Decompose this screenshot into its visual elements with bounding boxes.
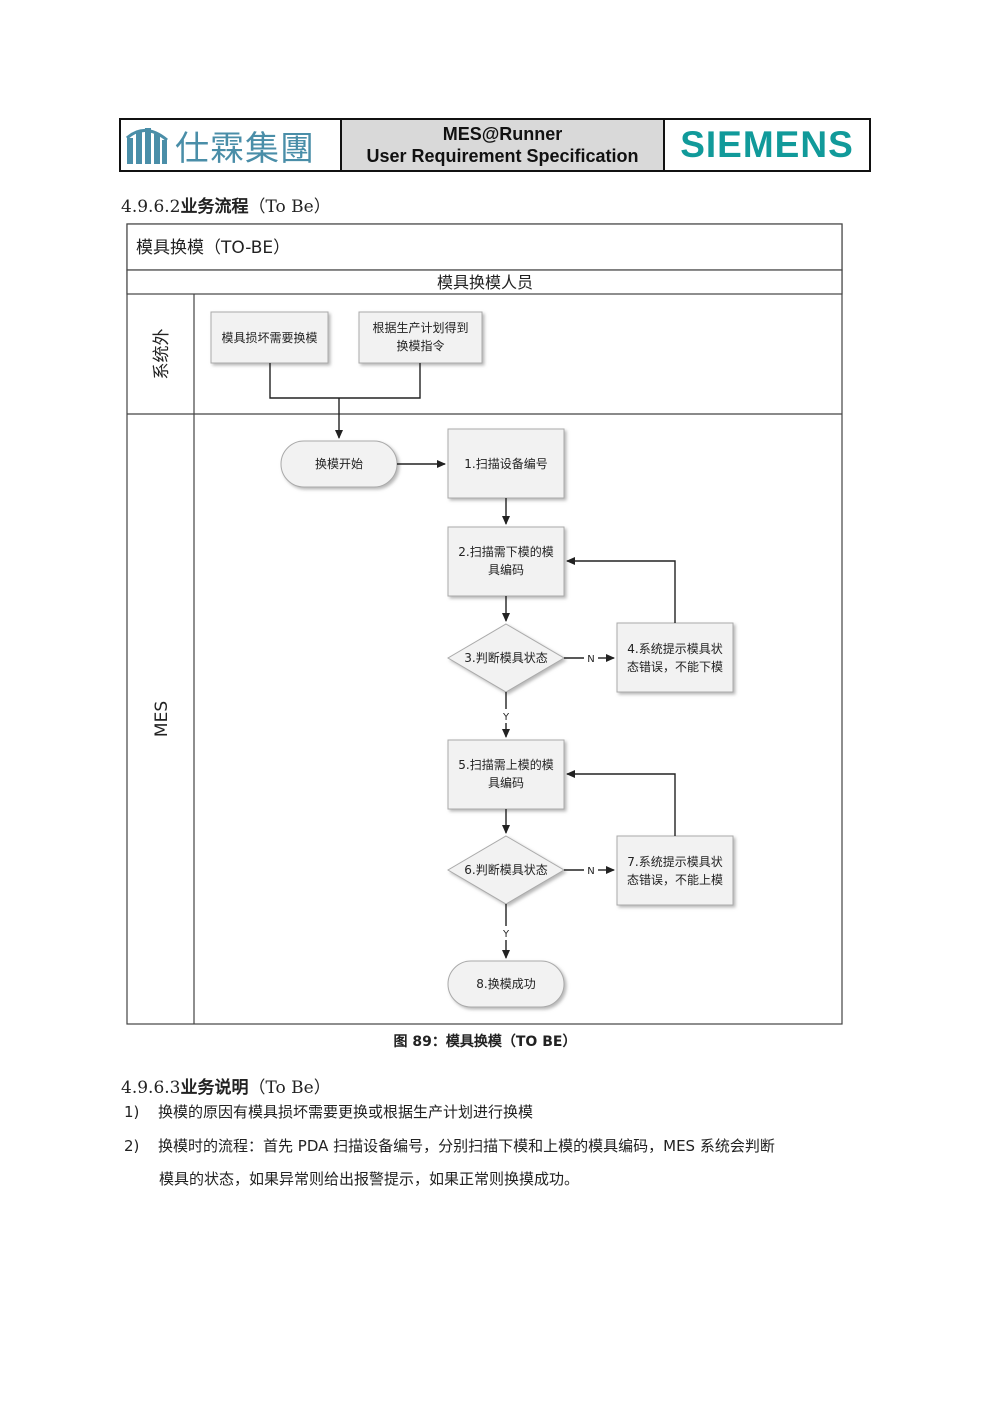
- section-suffix: （To Be）: [248, 1078, 331, 1098]
- company-logo: 仕霖集團: [121, 120, 342, 170]
- section-number: 4.9.6.3: [121, 1078, 181, 1098]
- document-title-line1: MES@Runner: [442, 124, 563, 144]
- label-no-1: N: [587, 654, 594, 665]
- node-step7-label-2: 态错误，不能上模: [627, 873, 723, 887]
- label-no-2: N: [587, 866, 594, 877]
- lane-label-mes: MES: [152, 701, 172, 737]
- node-step4-label-2: 态错误，不能下模: [627, 660, 723, 674]
- list-item-text: 换模时的流程：首先 PDA 扫描设备编号，分别扫描下模和上模的模具编码，MES …: [158, 1137, 775, 1155]
- pool-header: 模具换模人员: [437, 273, 533, 292]
- section-heading-description: 4.9.6.3业务说明（To Be）: [121, 1073, 331, 1098]
- company-logo-text: 仕霖集團: [175, 128, 315, 169]
- node-step5-label-1: 5.扫描需上模的模: [458, 757, 553, 772]
- node-step2: [447, 526, 565, 597]
- section-title: 业务流程: [180, 197, 249, 217]
- node-step8-end: [447, 960, 565, 1008]
- figure-caption: 图 89：模具换模（TO BE）: [393, 1034, 577, 1050]
- node-mold-damaged: [210, 311, 329, 364]
- pool-header-bar: [126, 269, 843, 295]
- section-heading-process: 4.9.6.2业务流程（To Be）: [121, 192, 331, 217]
- connector-step7-loop-to-step5: [566, 770, 676, 836]
- section-number: 4.9.6.2: [121, 197, 181, 217]
- connector-external-merge: [269, 363, 421, 399]
- lane-label-external: 系统外: [152, 329, 172, 380]
- node-step8-label: 8.换模成功: [476, 977, 535, 991]
- section-suffix: （To Be）: [248, 197, 331, 217]
- node-step5: [447, 739, 565, 810]
- document-title-block: MES@Runner User Requirement Specificatio…: [342, 120, 665, 170]
- connector-step4-loop-to-step2: [566, 557, 676, 623]
- diagram-title: 模具换模（TO-BE）: [136, 238, 290, 258]
- list-item-number: 2): [124, 1137, 140, 1155]
- siemens-logo: SIEMENS: [665, 120, 869, 170]
- list-item-continuation: 模具的状态，如果异常则给出报警提示，如果正常则换摸成功。: [159, 1170, 580, 1188]
- list-item-text: 换模的原因有模具损坏需要更换或根据生产计划进行换模: [158, 1103, 534, 1121]
- siemens-logo-text: SIEMENS: [680, 124, 854, 165]
- list-item: 2) 换模时的流程：首先 PDA 扫描设备编号，分别扫描下模和上模的模具编码，ME…: [124, 1130, 864, 1196]
- node-step5-label-2: 具编码: [488, 775, 524, 790]
- node-start-label: 换模开始: [315, 457, 363, 471]
- label-yes-2: Y: [502, 929, 510, 940]
- list-item-number: 1): [124, 1103, 140, 1121]
- node-production-plan-label-2: 换模指令: [396, 338, 444, 353]
- node-production-plan: [358, 311, 483, 364]
- node-step4: [616, 622, 734, 693]
- document-title-line2: User Requirement Specification: [366, 146, 639, 166]
- node-step6-label: 6.判断模具状态: [464, 862, 547, 877]
- node-step7-label-1: 7.系统提示模具状: [627, 854, 722, 869]
- node-step3-label: 3.判断模具状态: [464, 650, 547, 665]
- document-header-banner: 仕霖集團 MES@Runner User Requirement Specifi…: [119, 118, 871, 172]
- node-mold-damaged-label: 模具损坏需要换模: [221, 331, 317, 345]
- node-step4-label-1: 4.系统提示模具状: [627, 641, 722, 656]
- label-yes-1: Y: [502, 712, 510, 723]
- node-step2-label-1: 2.扫描需下模的模: [458, 544, 553, 559]
- section-title: 业务说明: [180, 1078, 249, 1098]
- node-step7: [616, 835, 734, 906]
- node-step1: [447, 428, 565, 499]
- node-step1-label: 1.扫描设备编号: [464, 456, 547, 471]
- node-step2-label-2: 具编码: [488, 562, 524, 577]
- company-logo-icon: [126, 128, 168, 164]
- node-production-plan-label-1: 根据生产计划得到: [372, 320, 468, 335]
- list-item: 1) 换模的原因有模具损坏需要更换或根据生产计划进行换模: [124, 1096, 864, 1129]
